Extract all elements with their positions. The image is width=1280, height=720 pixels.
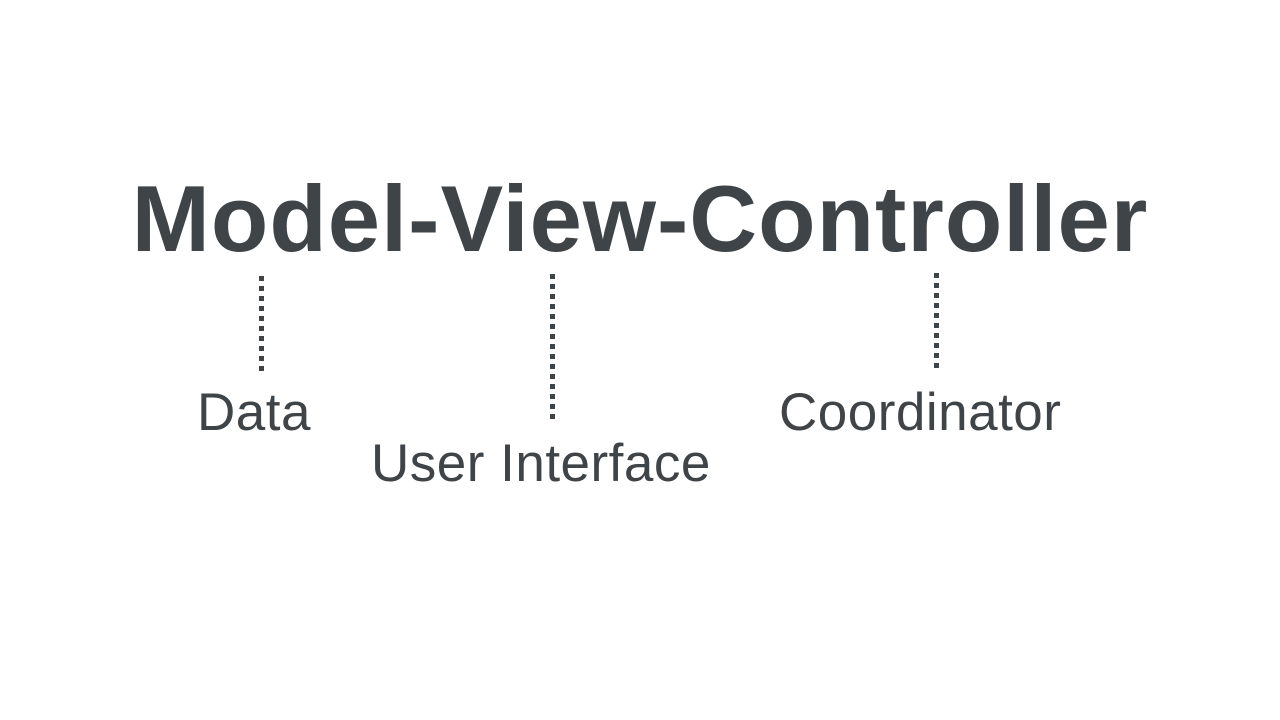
- dotted-connector-model: [259, 276, 264, 371]
- dotted-connector-controller: [934, 273, 939, 368]
- dotted-connector-view: [550, 274, 555, 419]
- label-controller-coordinator: Coordinator: [779, 383, 1062, 442]
- label-model-data: Data: [197, 383, 311, 442]
- slide-title: Model-View-Controller: [131, 166, 1149, 271]
- label-view-user-interface: User Interface: [371, 434, 711, 493]
